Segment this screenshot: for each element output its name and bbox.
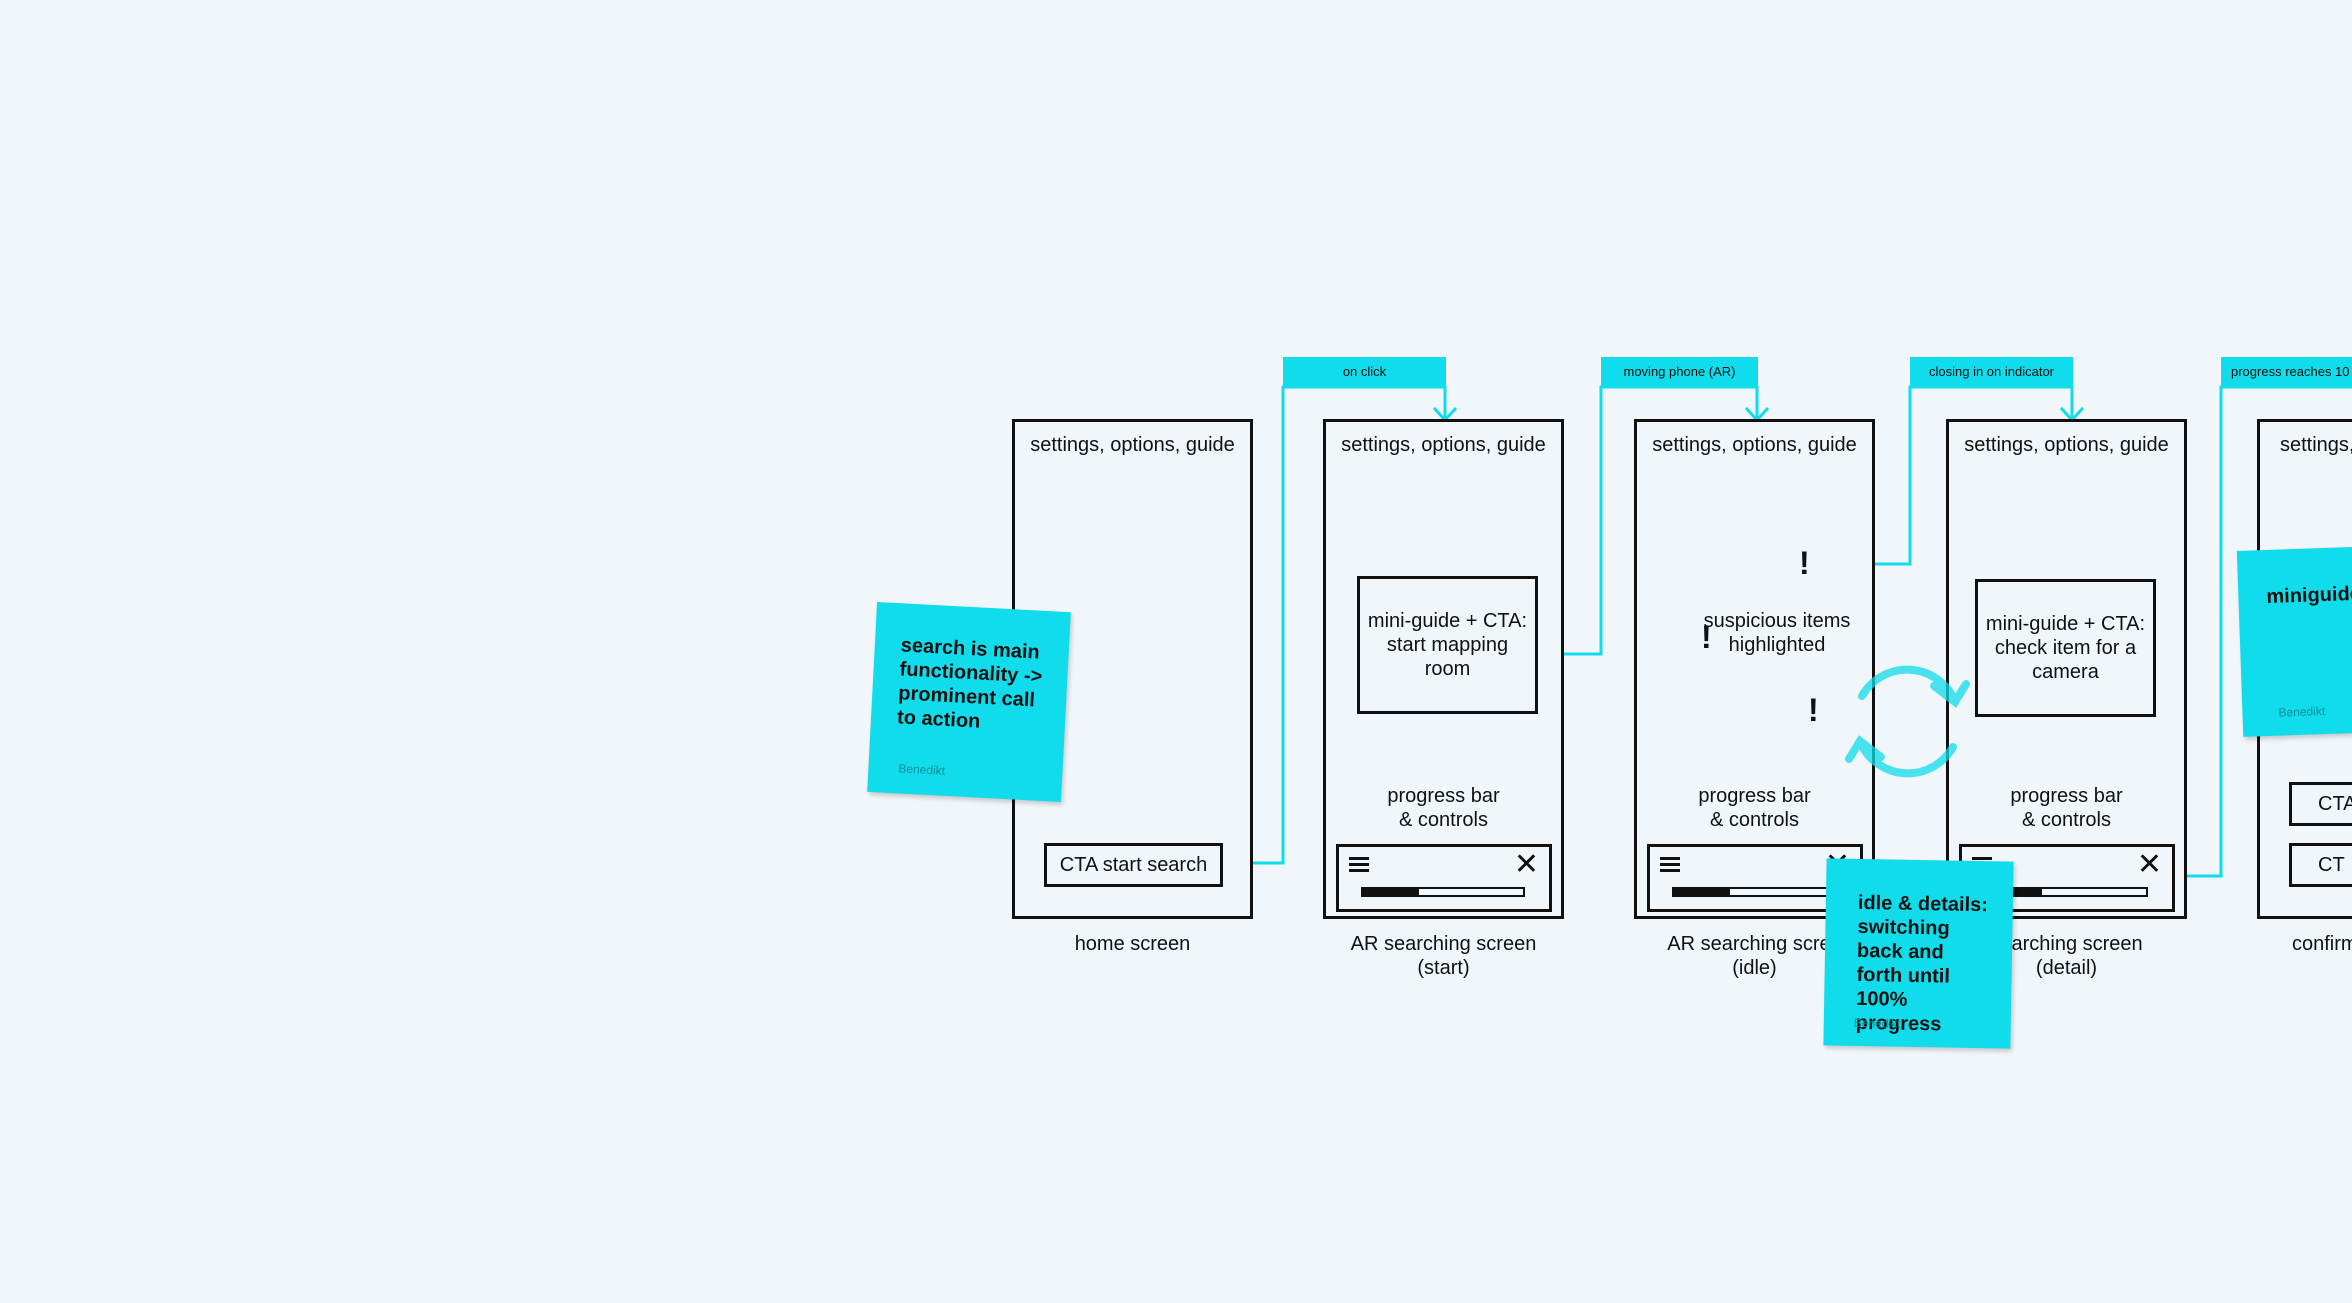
confirm-cta-button[interactable]: CT bbox=[2289, 843, 2352, 887]
sticky-note-idle-details[interactable]: idle & details: switching back and forth… bbox=[1823, 858, 2014, 1049]
cta-start-search-button[interactable]: CTA start search bbox=[1044, 843, 1223, 887]
progress-bar bbox=[1361, 887, 1525, 897]
progress-fill bbox=[1363, 889, 1419, 895]
suspicious-items-label: suspicious items highlighted bbox=[1703, 610, 1851, 656]
phone-header: settings, options, guide bbox=[1341, 434, 1546, 456]
progress-label: progress bar & controls bbox=[1387, 785, 1500, 831]
screen-caption-ar-start: AR searching screen (start) bbox=[1350, 933, 1537, 979]
mini-guide-box: mini-guide + CTA: start mapping room bbox=[1357, 576, 1538, 714]
close-icon[interactable]: ✕ bbox=[2136, 848, 2162, 881]
connector-home-to-ar-start bbox=[1222, 385, 1447, 865]
progress-fill bbox=[1986, 889, 2042, 895]
flow-label-on-click: on click bbox=[1283, 357, 1446, 387]
sticky-note-text: miniguide popup ov bbox=[2266, 581, 2352, 609]
progress-controls: ✕ bbox=[1336, 844, 1552, 912]
progress-label: progress bar & controls bbox=[2010, 785, 2123, 831]
suspicious-item-marker[interactable]: ! bbox=[1799, 545, 1810, 581]
connector-detail-to-confirm bbox=[2178, 385, 2352, 878]
screen-caption-confirm: confirm bbox=[2292, 933, 2352, 955]
connector-ar-start-to-idle bbox=[1535, 385, 1759, 656]
wireframe-search-detail: settings, options, guide mini-guide + CT… bbox=[1946, 419, 2187, 919]
sticky-note-author: Benedikt bbox=[2278, 704, 2326, 720]
mini-guide-box: mini-guide + CTA: check item for a camer… bbox=[1975, 579, 2156, 717]
progress-fill bbox=[1674, 889, 1730, 895]
phone-header: settings, options, guide bbox=[1652, 434, 1857, 456]
phone-header: settings, bbox=[2280, 434, 2352, 456]
suspicious-item-marker[interactable]: ! bbox=[1701, 619, 1712, 655]
flow-label-moving-phone: moving phone (AR) bbox=[1601, 357, 1758, 387]
sticky-note-author: Benedikt bbox=[1853, 1015, 1901, 1031]
hamburger-menu-icon[interactable] bbox=[1660, 857, 1680, 875]
screen-caption-detail: searching screen (detail) bbox=[1990, 933, 2143, 979]
screen-caption-home: home screen bbox=[1074, 933, 1191, 955]
wireframe-ar-search-start: settings, options, guide mini-guide + CT… bbox=[1323, 419, 1564, 919]
wireframe-ar-search-idle: settings, options, guide ! ! ! suspiciou… bbox=[1634, 419, 1875, 919]
confirm-cta-button[interactable]: CTA bbox=[2289, 782, 2352, 826]
close-icon[interactable]: ✕ bbox=[1513, 848, 1539, 881]
flow-label-closing-in: closing in on indicator bbox=[1910, 357, 2073, 387]
suspicious-item-marker[interactable]: ! bbox=[1808, 692, 1819, 728]
hamburger-menu-icon[interactable] bbox=[1349, 857, 1369, 875]
flow-label-progress-reaches: progress reaches 10 bbox=[2221, 357, 2352, 387]
connector-idle-to-detail bbox=[1823, 385, 2074, 566]
sticky-note-miniguide[interactable]: miniguide popup ov Benedikt bbox=[2236, 545, 2352, 737]
progress-label: progress bar & controls bbox=[1698, 785, 1811, 831]
phone-header: settings, options, guide bbox=[1964, 434, 2169, 456]
phone-header: settings, options, guide bbox=[1030, 434, 1235, 456]
